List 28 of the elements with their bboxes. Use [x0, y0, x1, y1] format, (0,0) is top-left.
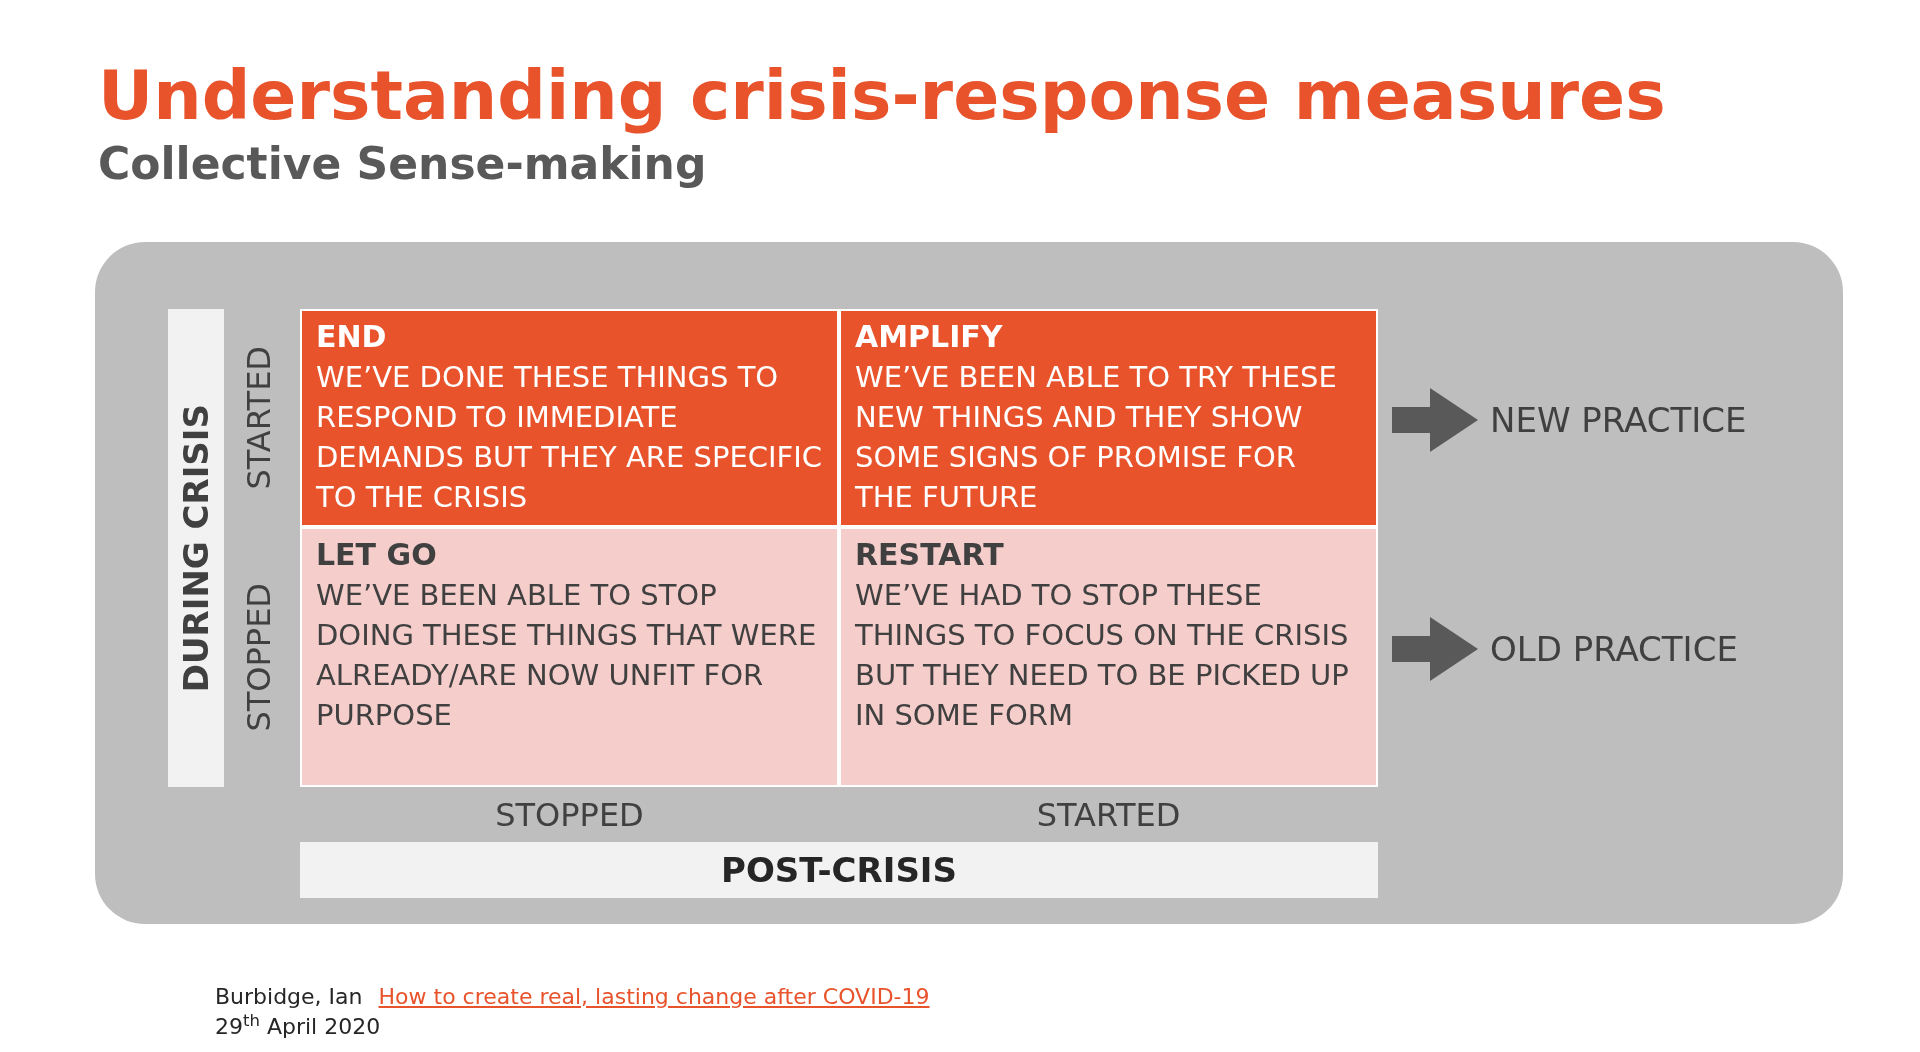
block-arrow: [1392, 388, 1478, 452]
quadrant-description: WE’VE DONE THESE THINGS TO RESPOND TO IMMEDIATE DEMANDS BUT THEY ARE SPECIFIC TO THE CRISIS: [316, 359, 823, 516]
block-arrow: [1392, 617, 1478, 681]
quadrant-description: WE’VE BEEN ABLE TO STOP DOING THESE THINGS THAT WERE ALREADY/ARE NOW UNFIT FOR PURPOSE: [316, 577, 818, 734]
axis-band: [168, 309, 224, 787]
quadrant-heading: LET GO: [316, 536, 438, 574]
quadrant-box: [839, 309, 1378, 527]
quadrant-heading: AMPLIFY: [855, 318, 1004, 356]
axis-label: STOPPED: [495, 795, 644, 836]
axis-label: STARTED: [239, 346, 279, 490]
source-link: How to create real, lasting change after COVID-19: [378, 983, 930, 1011]
quadrant-description: WE’VE BEEN ABLE TO TRY THESE NEW THINGS AND THEY SHOW SOME SIGNS OF PROMISE FOR THE FUTURE: [855, 359, 1338, 516]
axis-title: DURING CRISIS: [174, 403, 217, 693]
date-text: 29$^{th}$ April 2020: [215, 1014, 381, 1039]
axis-band: [300, 842, 1378, 898]
subtitle: Collective Sense-making: [98, 142, 707, 186]
quadrant-box: [300, 309, 839, 527]
practice-label: OLD PRACTICE: [1490, 624, 1790, 674]
axis-title: POST-CRISIS: [721, 848, 957, 892]
quadrant-box: [839, 527, 1378, 787]
quadrant-description: WE’VE HAD TO STOP THESE THINGS TO FOCUS ON THE CRISIS BUT THEY NEED TO BE PICKED UP IN SOME FORM: [855, 577, 1350, 734]
axis-label: STOPPED: [239, 582, 279, 732]
practice-label: NEW PRACTICE: [1490, 395, 1790, 445]
quadrant-box: [300, 527, 839, 787]
author-text: Burbidge, Ian: [215, 983, 363, 1011]
quadrant-heading: RESTART: [855, 536, 1005, 574]
quadrant-heading: END: [316, 318, 388, 356]
axis-label: STARTED: [1036, 795, 1181, 836]
